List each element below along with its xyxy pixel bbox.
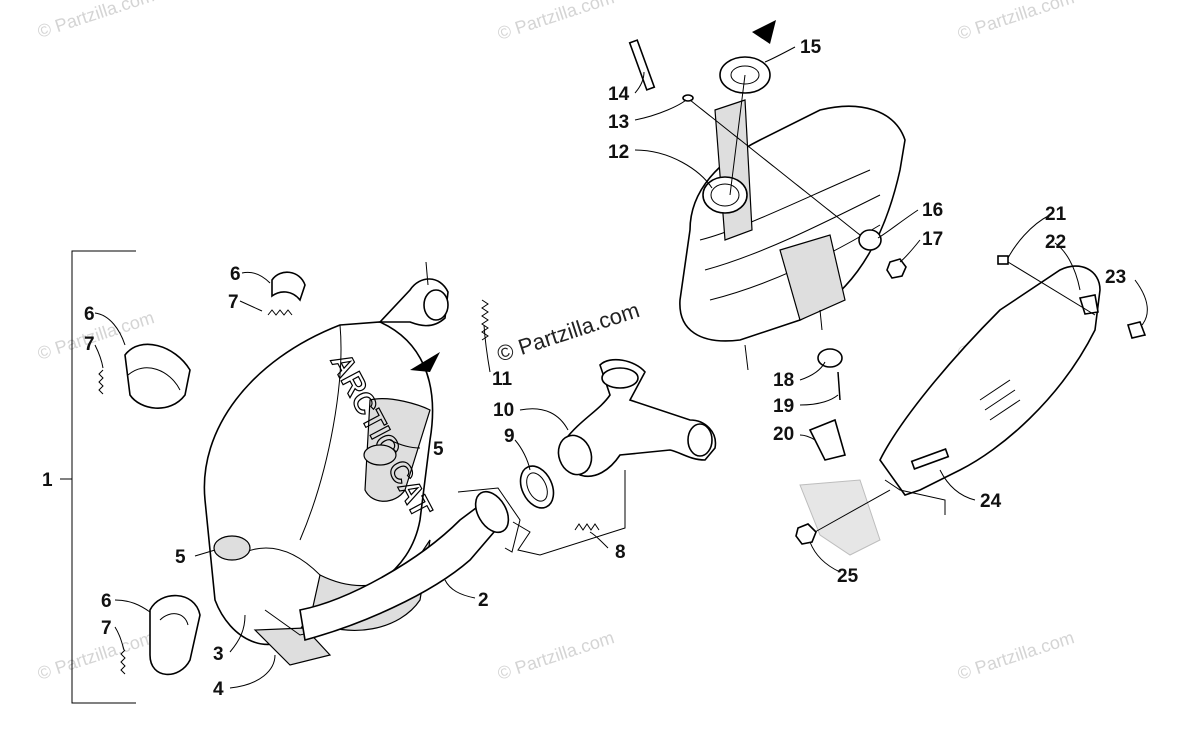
spring-7-lower — [120, 649, 126, 675]
bolt-14 — [628, 39, 656, 91]
bushing-16 — [858, 229, 882, 251]
watermark-bottom-center: © Partzilla.com — [495, 627, 617, 684]
spring-11 — [481, 299, 489, 341]
callout-6-lower: 6 — [101, 591, 112, 612]
callout-16: 16 — [922, 200, 943, 221]
callout-3: 3 — [213, 644, 224, 665]
assembly-line-bolt — [689, 99, 861, 236]
bolt-24 — [910, 448, 950, 470]
spring-7-mid — [98, 369, 104, 395]
watermark-top-left: © Partzilla.com — [35, 0, 157, 42]
assembly-line-grommet — [729, 74, 746, 196]
head-pipe — [299, 487, 521, 642]
callout-19: 19 — [773, 396, 794, 417]
watermark-main: © Partzilla.com — [494, 297, 643, 367]
callout-17: 17 — [922, 229, 943, 250]
callout-11: 11 — [492, 369, 513, 390]
callout-13: 13 — [608, 112, 629, 133]
callout-10: 10 — [493, 400, 514, 421]
bracket-20 — [808, 418, 846, 461]
callout-1: 1 — [42, 470, 53, 491]
clip-23 — [1078, 294, 1147, 339]
callout-6-mid: 6 — [84, 304, 95, 325]
callout-numbers: 1 2 3 4 5 5 6 6 6 7 7 7 8 9 10 11 12 13 … — [42, 37, 1126, 700]
callout-6-upper: 6 — [230, 264, 241, 285]
callout-5-upper: 5 — [433, 439, 444, 460]
decal-lower — [213, 535, 251, 561]
assembly-bracket — [60, 250, 136, 704]
callout-7-mid: 7 — [84, 334, 95, 355]
nut-25 — [795, 523, 817, 545]
clamp-6-mid — [124, 343, 191, 409]
direction-arrow-top — [752, 20, 776, 44]
silencer-mount — [779, 234, 846, 321]
pin-19 — [837, 371, 841, 401]
watermark-top-right: © Partzilla.com — [955, 0, 1077, 44]
callout-9: 9 — [504, 426, 515, 447]
spring-7-upper — [267, 309, 293, 316]
heat-shield-22 — [879, 265, 1101, 515]
seal-ring — [519, 465, 555, 509]
spring-8 — [574, 523, 600, 531]
clamp-6-upper — [271, 271, 306, 302]
watermark-bottom-right: © Partzilla.com — [955, 627, 1077, 684]
decal-upper — [363, 444, 397, 466]
bolt-21 — [997, 255, 1009, 265]
callout-5-lower: 5 — [175, 547, 186, 568]
callout-8: 8 — [615, 542, 626, 563]
callout-22: 22 — [1045, 232, 1066, 253]
callout-2: 2 — [478, 590, 489, 611]
callout-24: 24 — [980, 491, 1002, 512]
callout-12: 12 — [608, 142, 629, 163]
rubber-mount-18 — [817, 348, 843, 368]
watermark-top-center: © Partzilla.com — [495, 0, 617, 44]
washer-13 — [682, 94, 694, 102]
callout-23: 23 — [1105, 267, 1126, 288]
watermark-bottom-left: © Partzilla.com — [35, 627, 157, 684]
callout-21: 21 — [1045, 204, 1067, 225]
callout-15: 15 — [800, 37, 822, 58]
callout-7-lower: 7 — [101, 618, 112, 639]
callout-20: 20 — [773, 424, 794, 445]
leader-lines — [94, 46, 1148, 689]
callout-7-upper: 7 — [228, 292, 239, 313]
callout-25: 25 — [837, 566, 859, 587]
callout-4: 4 — [213, 679, 224, 700]
clamp-6-lower — [149, 594, 201, 676]
exhaust-manifold — [557, 358, 717, 477]
callout-18: 18 — [773, 370, 794, 391]
callout-14: 14 — [608, 84, 630, 105]
nut-17 — [886, 258, 907, 279]
direction-arrow-left — [410, 352, 440, 372]
